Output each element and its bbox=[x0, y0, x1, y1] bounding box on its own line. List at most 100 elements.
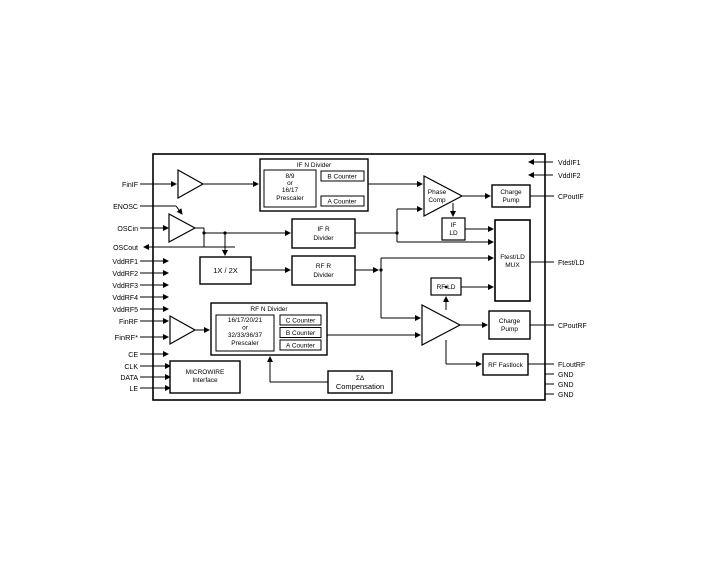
pin-label-finif: FinIF bbox=[122, 182, 138, 189]
if-prescaler-line-4: Prescaler bbox=[276, 195, 304, 202]
pin-clk: CLK bbox=[124, 363, 171, 371]
pin-label-clk: CLK bbox=[124, 364, 138, 371]
if-n-divider-title: IF N Divider bbox=[297, 162, 332, 169]
if-ld-block: IF LD bbox=[441, 217, 466, 241]
rf-prescaler-line-3: 32/33/36/37 bbox=[228, 332, 263, 339]
rf-phase-comparator bbox=[421, 304, 462, 346]
if-prescaler-line-1: 8/9 bbox=[285, 173, 294, 180]
svg-text:MICROWIRE: MICROWIRE bbox=[186, 369, 225, 376]
pin-label-vddrf5: VddRF5 bbox=[112, 307, 138, 314]
if-b-counter: B Counter bbox=[327, 174, 357, 181]
osc-buffer-amplifier bbox=[168, 212, 197, 244]
pin-finrf: FinRF bbox=[119, 318, 169, 326]
rf-n-divider-title: RF N Divider bbox=[250, 306, 288, 313]
pin-label-le: LE bbox=[129, 386, 138, 393]
svg-text:RF R: RF R bbox=[316, 263, 331, 270]
if-phase-comparator: Phase Comp bbox=[423, 175, 464, 217]
pin-label-cpoutif: CPoutIF bbox=[558, 194, 584, 201]
pin-vddrf4: VddRF4 bbox=[112, 294, 169, 302]
sigma-delta-compensation: ΣΔ Compensation bbox=[327, 370, 393, 394]
pin-label-vddif2: VddIF2 bbox=[558, 173, 581, 180]
pin-finif: FinIF bbox=[122, 181, 177, 189]
pin-vddrf3: VddRF3 bbox=[112, 282, 169, 290]
pin-enosc: ENOSC bbox=[113, 204, 183, 215]
pin-label-enosc: ENOSC bbox=[113, 204, 138, 211]
pin-gnd-3: GND bbox=[545, 392, 574, 399]
pin-label-gnd-1: GND bbox=[558, 372, 574, 379]
pin-vddrf1: VddRF1 bbox=[112, 258, 169, 266]
pin-vddrf5: VddRF5 bbox=[112, 306, 169, 314]
pin-data: DATA bbox=[120, 374, 171, 382]
pin-label-ftest-ld: Ftest/LD bbox=[558, 260, 584, 267]
rf-charge-pump: Charge Pump bbox=[488, 310, 531, 340]
pin-vddrf2: VddRF2 bbox=[112, 270, 169, 278]
pin-label-finrf-bar: FinRF* bbox=[115, 333, 138, 342]
rf-c-counter: C Counter bbox=[286, 318, 316, 325]
pin-label-oscin: OSCin bbox=[117, 226, 138, 233]
svg-text:1X / 2X: 1X / 2X bbox=[213, 266, 238, 275]
svg-text:Phase: Phase bbox=[428, 189, 447, 196]
pin-label-gnd-3: GND bbox=[558, 392, 574, 399]
pin-label-cpoutrf: CPoutRF bbox=[558, 323, 587, 330]
svg-text:MUX: MUX bbox=[505, 262, 520, 269]
svg-text:Pump: Pump bbox=[501, 326, 518, 333]
svg-text:ΣΔ: ΣΔ bbox=[356, 375, 365, 382]
pin-gnd-2: GND bbox=[545, 382, 574, 389]
if-input-amplifier bbox=[177, 168, 205, 200]
svg-text:RF Fastlock: RF Fastlock bbox=[488, 362, 523, 369]
pin-label-gnd-2: GND bbox=[558, 382, 574, 389]
if-prescaler-line-2: or bbox=[287, 180, 294, 187]
pin-gnd-1: GND bbox=[545, 372, 574, 379]
svg-text:Compensation: Compensation bbox=[336, 382, 384, 391]
if-n-divider: IF N Divider 8/9 or 16/17 Prescaler B Co… bbox=[259, 158, 369, 212]
pin-le: LE bbox=[129, 385, 171, 393]
pin-label-vddrf1: VddRF1 bbox=[112, 259, 138, 266]
svg-text:Pump: Pump bbox=[503, 197, 520, 204]
pin-label-finrf: FinRF bbox=[119, 319, 138, 326]
junction-dots bbox=[202, 231, 448, 289]
if-a-counter: A Counter bbox=[328, 199, 358, 206]
pin-label-vddrf3: VddRF3 bbox=[112, 283, 138, 290]
rf-b-counter: B Counter bbox=[286, 330, 316, 337]
pin-label-data: DATA bbox=[120, 375, 138, 382]
chip-outline bbox=[152, 153, 546, 401]
svg-text:Ftest/LD: Ftest/LD bbox=[500, 254, 525, 261]
rf-r-divider: RF R Divider bbox=[291, 255, 356, 286]
rf-prescaler-line-1: 16/17/20/21 bbox=[228, 317, 263, 324]
rf-a-counter: A Counter bbox=[286, 343, 316, 350]
pin-cpoutrf: CPoutRF bbox=[530, 323, 587, 330]
if-r-divider: IF R Divider bbox=[291, 218, 356, 249]
rf-prescaler-line-2: or bbox=[242, 325, 249, 332]
pin-oscout: OSCout bbox=[113, 244, 235, 252]
svg-text:Divider: Divider bbox=[313, 272, 334, 279]
pin-oscin: OSCin bbox=[117, 225, 169, 233]
rf-input-amplifier bbox=[169, 314, 197, 346]
rf-fastlock: RF Fastlock bbox=[482, 353, 529, 376]
rf-prescaler-line-4: Prescaler bbox=[231, 340, 259, 347]
pin-label-ce: CE bbox=[128, 352, 138, 359]
svg-text:Divider: Divider bbox=[313, 235, 334, 242]
pin-label-vddrf4: VddRF4 bbox=[112, 295, 138, 302]
svg-text:IF R: IF R bbox=[317, 226, 330, 233]
if-charge-pump: Charge Pump bbox=[491, 184, 531, 208]
ftest-ld-mux: Ftest/LD MUX bbox=[494, 219, 531, 302]
pin-label-vddrf2: VddRF2 bbox=[112, 271, 138, 278]
pin-vddif2: VddIF2 bbox=[528, 172, 581, 180]
doubler-block: 1X / 2X bbox=[199, 256, 252, 285]
pin-ftest-ld: Ftest/LD bbox=[530, 260, 584, 267]
rf-n-divider: RF N Divider 16/17/20/21 or 32/33/36/37 … bbox=[210, 302, 328, 356]
pin-cpoutif: CPoutIF bbox=[530, 194, 584, 201]
svg-text:Charge: Charge bbox=[500, 189, 522, 196]
svg-text:LD: LD bbox=[449, 230, 458, 237]
svg-text:IF: IF bbox=[451, 222, 457, 229]
svg-text:Comp: Comp bbox=[428, 197, 446, 204]
pin-vddif1: VddIF1 bbox=[528, 159, 581, 167]
svg-text:Interface: Interface bbox=[192, 377, 218, 384]
pin-label-oscout: OSCout bbox=[113, 245, 138, 252]
pin-label-vddif1: VddIF1 bbox=[558, 160, 581, 167]
pin-label-floutrf: FLoutRF bbox=[558, 362, 585, 369]
microwire-interface: MICROWIRE Interface bbox=[169, 360, 241, 394]
signal-wires bbox=[195, 181, 494, 383]
svg-text:Charge: Charge bbox=[499, 318, 521, 325]
